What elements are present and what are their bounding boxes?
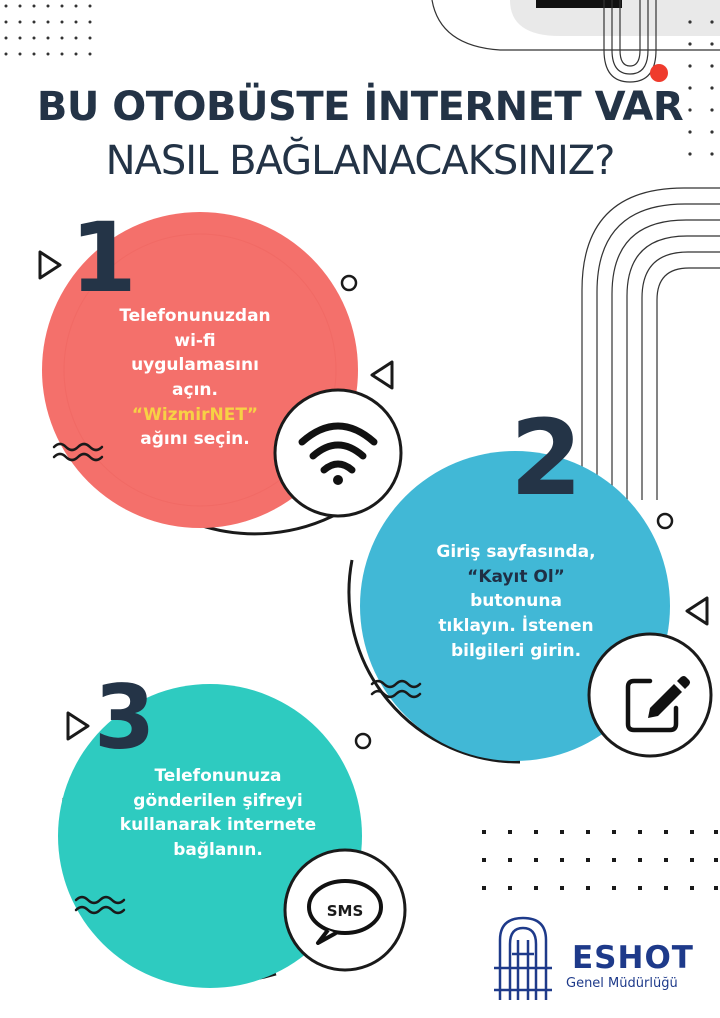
step-1-line: wi-fi	[174, 330, 216, 351]
triangle-deco-3	[685, 596, 709, 626]
triangle-deco-4	[66, 711, 90, 741]
step-2-line: tıklayın. İstenen	[438, 615, 594, 636]
wave-mark-3	[74, 895, 126, 915]
wave-mark-1	[52, 442, 104, 462]
network-name-highlight: “WizmirNET”	[131, 404, 259, 425]
step-1-text: Telefonunuzdan wi-fi uygulamasını açın. …	[95, 304, 295, 452]
eshot-emblem	[494, 916, 552, 1000]
ring-2	[347, 559, 521, 764]
step-1-number: 1	[70, 202, 137, 314]
step-2-line: bilgileri girin.	[450, 640, 582, 661]
step-2-line: Giriş sayfasında,	[436, 542, 596, 562]
icon-circle-1	[273, 388, 403, 518]
step-2-line: butonuna	[470, 591, 562, 612]
small-circle-2	[656, 512, 674, 530]
step-1-line: ağını seçin.	[140, 429, 250, 450]
small-circle-3	[354, 732, 372, 750]
step-1-line: açın.	[172, 379, 218, 400]
dot-grid-top-right	[688, 20, 714, 156]
red-dot	[650, 64, 668, 82]
icon-circle-2	[587, 632, 713, 758]
page-subtitle: NASIL BAĞLANACAKSINIZ?	[105, 138, 616, 184]
icon-circle-3	[283, 848, 407, 972]
eshot-logo-name: ESHOT	[572, 940, 694, 976]
pencil-shape	[648, 684, 682, 718]
step-3-line: bağlanın.	[173, 839, 263, 860]
step-1-line: Telefonunuzdan	[119, 306, 271, 326]
step-2-text: Giriş sayfasında, “Kayıt Ol” butonuna tı…	[406, 540, 626, 663]
arc-line	[431, 0, 720, 51]
edit-icon	[625, 678, 679, 733]
step-3-number: 3	[94, 666, 156, 769]
step-2-number: 2	[510, 397, 583, 519]
step-3-line: gönderilen şifreyi	[133, 790, 303, 811]
grey-pill-shape	[510, 0, 720, 36]
sms-icon	[307, 879, 383, 945]
page-title: BU OTOBÜSTE İNTERNET VAR	[36, 84, 684, 130]
dot-grid-top-left	[4, 4, 92, 56]
dot-grid-bottom-right	[482, 830, 718, 890]
black-bar	[536, 0, 622, 8]
arches-right	[581, 187, 720, 500]
wave-mark-2	[370, 679, 422, 699]
small-circle-1	[340, 274, 358, 292]
sms-icon-label: SMS	[326, 902, 364, 920]
triangle-deco-1	[38, 250, 62, 280]
eshot-logo-subtitle: Genel Müdürlüğü	[566, 976, 678, 991]
register-button-highlight: “Kayıt Ol”	[467, 566, 565, 587]
step-3-text: Telefonunuza gönderilen şifreyi kullanar…	[88, 764, 348, 863]
triangle-deco-2	[370, 360, 394, 390]
step-1-line: uygulamasını	[131, 355, 259, 376]
u-curves-top	[603, 0, 657, 83]
step-3-line: Telefonunuza	[154, 766, 282, 786]
step-3-line: kullanarak internete	[119, 815, 317, 836]
wifi-icon	[298, 422, 378, 474]
